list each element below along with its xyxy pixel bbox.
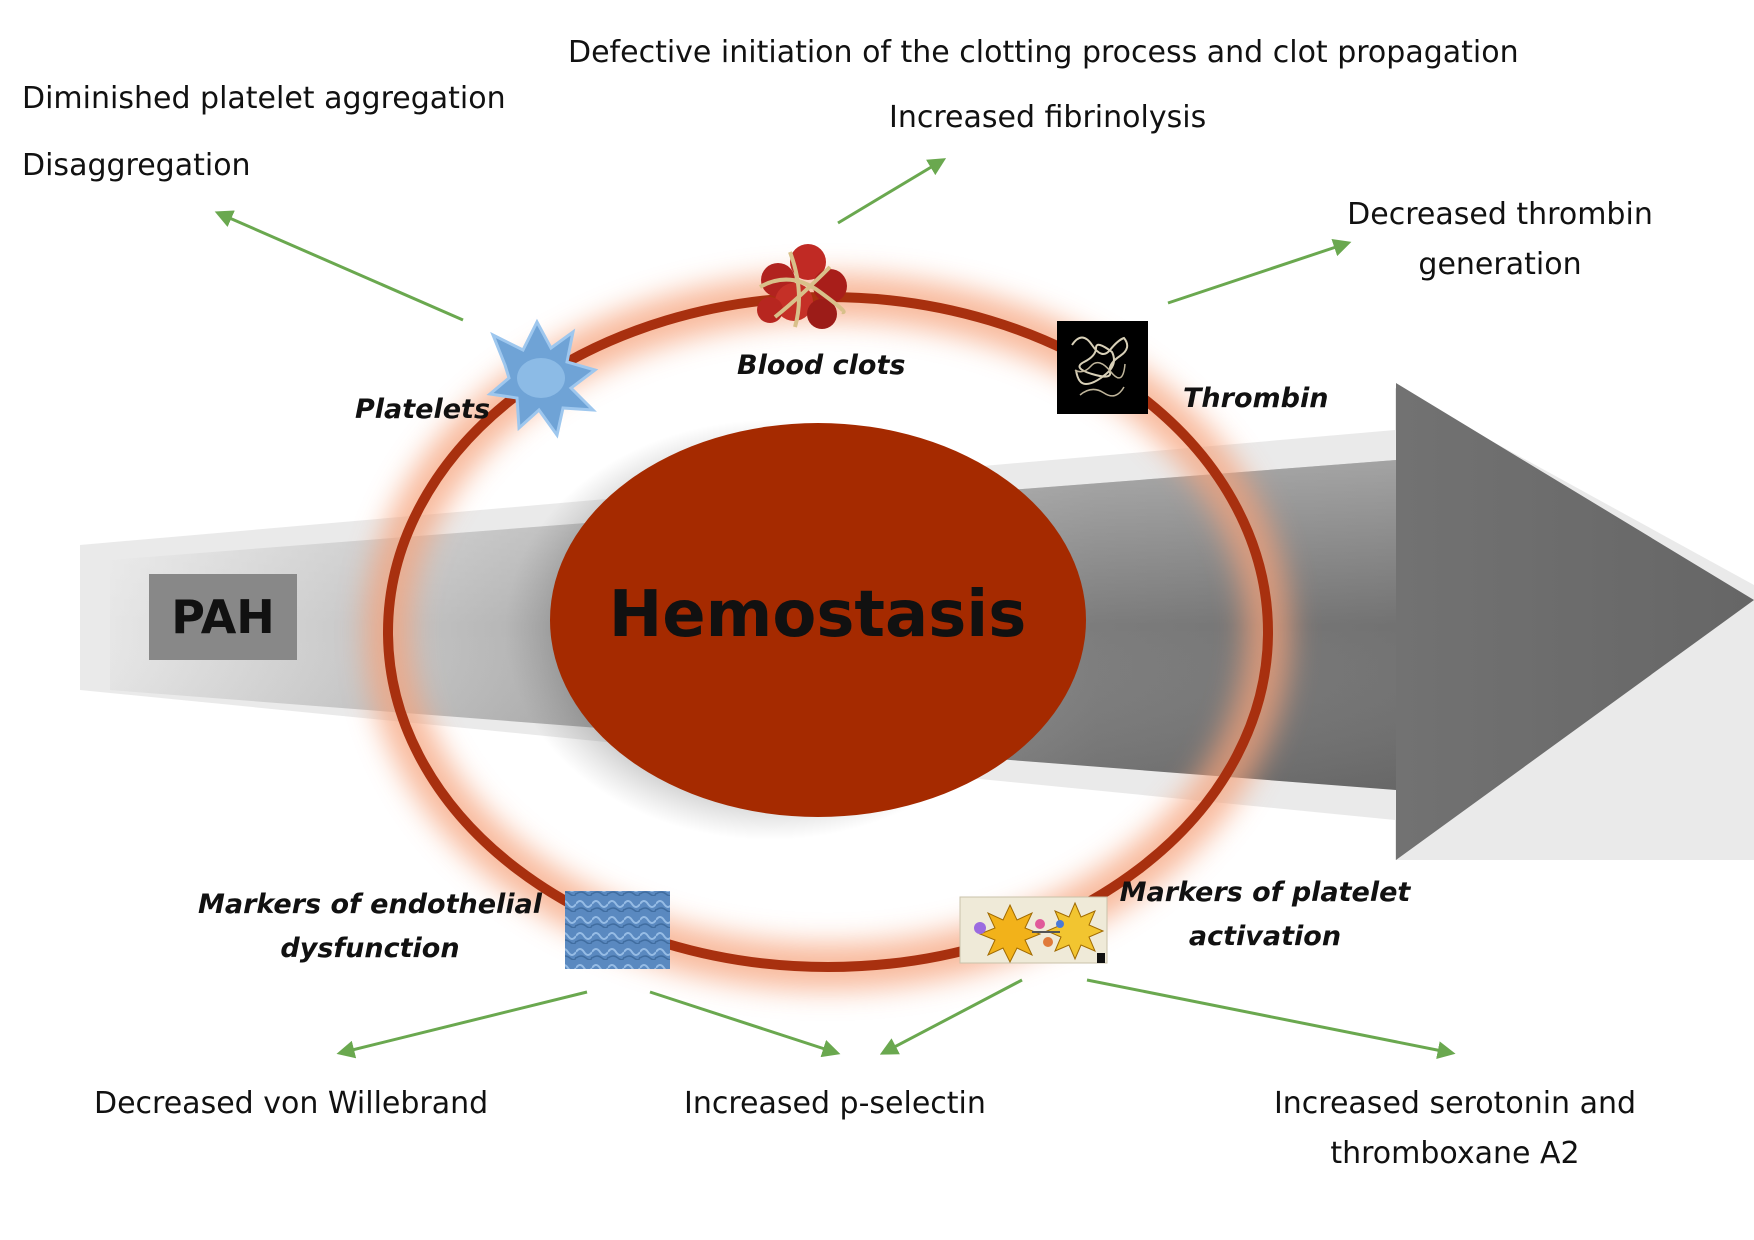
node-thrombin: Thrombin: [1183, 383, 1329, 414]
effect-increased-pselectin: Increased p-selectin: [684, 1086, 986, 1121]
platelet-cell-icon: [486, 318, 599, 439]
connector-thrombin: [1167, 239, 1352, 305]
activated-platelets-icon: [959, 896, 1108, 964]
node-platelet-activation-line-1: Markers of platelet: [1119, 877, 1411, 908]
node-blood-clots: Blood clots: [737, 350, 906, 381]
endothelium-texture-icon: [565, 891, 670, 969]
node-platelet-activation: Markers of platelet activation: [1110, 871, 1420, 959]
effect-defective-initiation: Defective initiation of the clotting pro…: [568, 35, 1519, 70]
connector-activation-pselectin: [879, 978, 1023, 1055]
node-platelet-activation-line-2: activation: [1188, 921, 1342, 952]
effect-increased-serotonin: Increased serotonin and thromboxane A2: [1250, 1079, 1660, 1179]
effect-increased-fibrinolysis: Increased fibrinolysis: [889, 100, 1207, 135]
node-platelets: Platelets: [355, 394, 491, 425]
hemostasis-label: Hemostasis: [608, 578, 1027, 652]
effect-decreased-thrombin-line-1: Decreased thrombin: [1347, 197, 1653, 232]
node-endothelial-line-2: dysfunction: [280, 933, 460, 964]
node-endothelial: Markers of endothelial dysfunction: [190, 883, 550, 971]
hemostasis-ellipse: [550, 423, 1086, 817]
effect-disaggregation: Disaggregation: [22, 148, 251, 183]
node-endothelial-line-1: Markers of endothelial: [197, 889, 543, 920]
connector-platelets: [214, 210, 464, 322]
effect-decreased-thrombin-line-2: generation: [1418, 247, 1582, 282]
connector-endothelial-pselectin: [649, 990, 841, 1058]
effect-increased-serotonin-line-1: Increased serotonin and: [1273, 1086, 1637, 1121]
blood-clot-icon: [757, 244, 847, 329]
effect-diminished-aggregation: Diminished platelet aggregation: [22, 81, 506, 116]
pah-label: PAH: [149, 574, 297, 660]
effect-decreased-thrombin: Decreased thrombin generation: [1320, 190, 1680, 290]
connector-blood-clots: [837, 158, 947, 225]
thrombin-molecule-icon: [1057, 321, 1148, 414]
connector-endothelial-vwf: [336, 990, 588, 1059]
effect-decreased-vwf: Decreased von Willebrand: [94, 1086, 489, 1121]
connector-activation-serotonin: [1086, 978, 1456, 1060]
effect-increased-serotonin-line-2: thromboxane A2: [1330, 1136, 1580, 1171]
connector-arrows: [214, 158, 1456, 1060]
